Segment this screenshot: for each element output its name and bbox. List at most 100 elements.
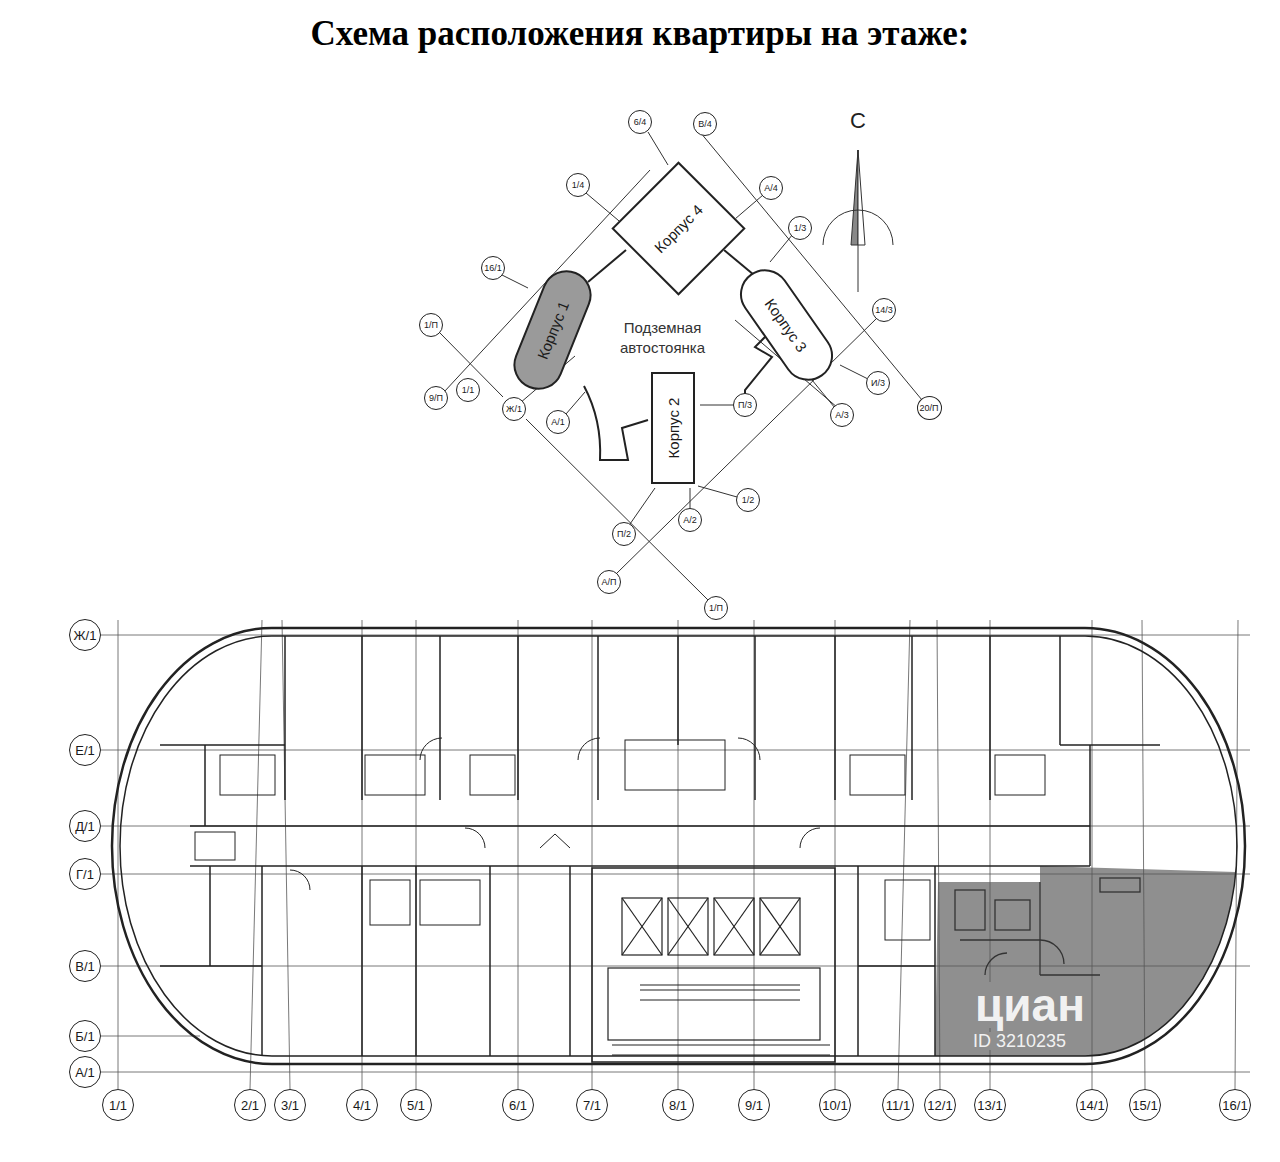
- plan-rect: [220, 755, 275, 795]
- plan-rect: [470, 755, 515, 795]
- plan-path: [584, 386, 648, 460]
- grid-axis-bubble: А/1: [69, 1056, 101, 1088]
- plan-line: [1060, 744, 1160, 746]
- axis-label: 7/1: [583, 1099, 601, 1112]
- axis-label: 2/1: [241, 1099, 259, 1112]
- grid-axis-bubble: 4/1: [346, 1089, 378, 1121]
- grid-axis-bubble: 1/П: [419, 313, 443, 337]
- grid-axis-bubble: 15/1: [1129, 1089, 1161, 1121]
- grid-axis-bubble: Ж/1: [69, 619, 101, 651]
- plan-rect: [625, 740, 725, 790]
- axis-label: 1/П: [424, 321, 438, 330]
- axis-label: 8/1: [669, 1099, 687, 1112]
- plan-line: [630, 488, 655, 524]
- plan-g: [955, 878, 1140, 975]
- plan-rect: [760, 898, 800, 955]
- axis-label: Ж/1: [506, 405, 522, 414]
- plan-rect: [370, 880, 410, 925]
- plan-line: [834, 636, 836, 800]
- axis-label: 20/П: [920, 404, 939, 413]
- plan-path: [112, 628, 1245, 1064]
- axis-label: 11/1: [886, 1099, 910, 1112]
- plan-line: [690, 488, 691, 508]
- plan-rect: [608, 968, 820, 1040]
- plan-line: [209, 866, 211, 966]
- plan-rect: [955, 890, 985, 930]
- building-name: Корпус 3: [762, 296, 809, 354]
- plan-line: [101, 750, 1250, 751]
- axis-label: А/П: [602, 578, 617, 587]
- plan-line: [361, 636, 363, 800]
- axis-label: Д/1: [75, 820, 95, 833]
- grid-axis-bubble: 9/П: [424, 386, 448, 410]
- axis-label: Ж/1: [74, 629, 97, 642]
- plan-line: [622, 898, 662, 955]
- grid-axis-bubble: В/1: [69, 950, 101, 982]
- grid-axis-bubble: Д/1: [69, 810, 101, 842]
- grid-axis-bubble: 1/1: [102, 1089, 134, 1121]
- plan-rect: [195, 832, 235, 860]
- plan-line: [101, 1036, 200, 1037]
- plan-path: [120, 636, 1237, 1056]
- plan-g: [195, 738, 1045, 940]
- plan-line: [517, 636, 519, 800]
- axis-label: 9/1: [745, 1099, 763, 1112]
- plan-line: [190, 825, 1090, 827]
- plan-line: [937, 620, 940, 1089]
- axis-label: А/1: [75, 1066, 95, 1079]
- watermark: циан: [972, 982, 1088, 1028]
- plan-line: [754, 620, 755, 1089]
- building-block: Корпус 2: [651, 372, 695, 484]
- plan-line: [362, 620, 363, 1089]
- plan-line: [101, 874, 1250, 875]
- plan-line: [678, 620, 679, 1089]
- plan-line: [1089, 745, 1091, 866]
- plan-line: [640, 989, 800, 990]
- plan-line: [361, 866, 363, 1056]
- plan-line: [700, 132, 922, 400]
- plan-line: [700, 405, 733, 406]
- plan-line: [1040, 974, 1100, 975]
- plan-line: [858, 965, 935, 967]
- axis-label: 3/1: [281, 1099, 299, 1112]
- plan-line: [770, 234, 793, 262]
- plan-line: [284, 636, 286, 800]
- watermark-id: ID 3210235: [970, 1032, 1069, 1050]
- plan-rect: [592, 868, 835, 1062]
- building-block: Корпус 1: [505, 263, 598, 398]
- plan-line: [500, 274, 528, 288]
- plan-path: [823, 210, 893, 245]
- grid-axis-bubble: 13/1: [974, 1089, 1006, 1121]
- axis-label: Б/1: [75, 1030, 94, 1043]
- grid-axis-bubble: 1/1: [456, 378, 480, 402]
- axis-label: А/1: [551, 418, 565, 427]
- building-name: Корпус 2: [666, 398, 681, 459]
- axis-label: 10/1: [822, 1099, 847, 1112]
- plan-line: [118, 620, 119, 1089]
- plan-line: [1142, 620, 1145, 1089]
- grid-axis-bubble: 16/1: [481, 256, 505, 280]
- axis-label: Г/1: [76, 868, 94, 881]
- axis-label: 12/1: [927, 1099, 952, 1112]
- plan-path: [290, 870, 310, 890]
- plan-line: [569, 866, 571, 1056]
- plan-line: [282, 620, 290, 1089]
- axis-label: А/3: [835, 411, 849, 420]
- grid-axis-bubble: 6/1: [502, 1089, 534, 1121]
- grid-axis-bubble: 5/1: [400, 1089, 432, 1121]
- site-grid: [440, 132, 922, 600]
- plan-line: [612, 1054, 830, 1055]
- plan-g: [608, 898, 830, 1055]
- plan-rect: [714, 898, 754, 955]
- plan-line: [101, 1072, 1250, 1073]
- plan-path: [578, 738, 600, 760]
- building-block: Корпус 4: [611, 161, 745, 295]
- grid-axis-bubble: П/3: [733, 393, 757, 417]
- grid-axis-bubble: 20/П: [917, 396, 942, 420]
- grid-axis-bubble: А/3: [830, 403, 854, 427]
- plan-line: [668, 898, 708, 955]
- plan-path: [420, 738, 442, 760]
- plan-path: [858, 150, 865, 245]
- axis-label: 15/1: [1132, 1099, 1157, 1112]
